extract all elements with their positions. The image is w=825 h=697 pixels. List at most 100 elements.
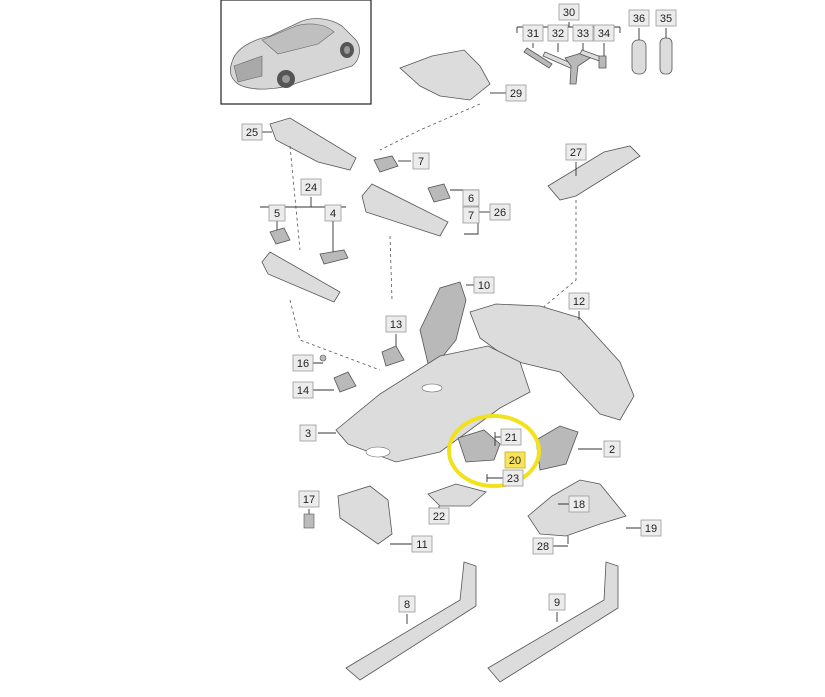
callout-2: 2 [603,440,621,458]
part-8-sill [345,561,477,681]
callout-number: 12 [573,296,585,308]
part-27-rail [547,145,641,201]
callout-number: 9 [554,597,560,609]
callout-box [500,428,522,446]
callout-number: 21 [505,432,517,444]
callout-3: 3 [299,424,317,442]
callout-number: 7 [468,210,474,222]
callout-box [411,535,433,553]
callout-box [298,490,320,508]
callout-box [292,354,314,372]
callout-number: 20 [509,455,521,467]
callout-9: 9 [548,593,566,611]
callout-18: 18 [568,495,590,513]
callout-number: 31 [527,28,539,40]
part-20-bracket [457,429,501,463]
callout-number: 26 [494,207,506,219]
callout-6: 6 [462,189,480,207]
callout-20-highlighted: 20 [504,451,526,469]
callout-number: 5 [274,208,280,220]
callout-number: 27 [570,147,582,159]
part-7-bracket [373,155,399,173]
callout-labels: 30 31 32 33 34 36 35 2 9 25 7 27 24 6 5 4 7 26 10 12 13 16 14 3… [241,3,677,613]
callout-box [489,203,511,221]
callout-box [398,595,416,613]
callout-36: 36 [628,9,650,27]
callout-number: 13 [390,319,402,331]
callout-7: 7 [462,206,480,224]
callout-10: 10 [473,276,495,294]
callout-26: 26 [489,203,511,221]
callout-number: 25 [246,127,258,139]
callout-12: 12 [568,292,590,310]
callout-box [299,424,317,442]
callout-21: 21 [500,428,522,446]
callout-number: 22 [433,511,445,523]
callout-27: 27 [565,143,587,161]
callout-box [547,24,569,42]
callout-24: 24 [300,178,322,196]
callout-box [603,440,621,458]
callout-34: 34 [593,24,615,42]
callout-30: 30 [558,3,580,21]
callout-box [640,519,662,537]
part-24-rail [261,251,341,303]
callout-box [568,495,590,513]
callout-number: 32 [552,28,564,40]
callout-box [558,3,580,21]
callout-box [502,469,524,487]
callout-number: 35 [660,13,672,25]
callout-number: 16 [297,358,309,370]
callout-11: 11 [411,535,433,553]
callout-number: 28 [537,541,549,553]
callout-number: 19 [645,523,657,535]
callout-33: 33 [572,24,594,42]
callout-23: 23 [502,469,524,487]
part-9-sill [487,561,619,683]
callout-box [462,189,480,207]
callout-14: 14 [292,381,314,399]
callout-box [532,537,554,555]
callout-box [505,84,527,102]
callout-box [300,178,322,196]
callout-31: 31 [522,24,544,42]
part-11-bracket [337,485,393,545]
tools-group [516,22,673,85]
callout-7: 7 [412,152,430,170]
callout-number: 8 [404,599,410,611]
highlight-ring [447,414,541,488]
callout-box [655,9,677,27]
callout-16: 16 [292,354,314,372]
callout-5: 5 [268,204,286,222]
callout-17: 17 [298,490,320,508]
callout-box [268,204,286,222]
callout-box [473,276,495,294]
callout-number: 7 [418,156,424,168]
callout-number: 6 [468,193,474,205]
callout-box [522,24,544,42]
callout-box [628,9,650,27]
callout-25: 25 [241,123,263,141]
callout-box [504,451,526,469]
callout-13: 13 [385,315,407,333]
callout-box [412,152,430,170]
callout-19: 19 [640,519,662,537]
callout-number: 4 [330,208,336,220]
callout-box [462,206,480,224]
callout-number: 18 [573,499,585,511]
callout-number: 10 [478,280,490,292]
callout-number: 23 [507,473,519,485]
callout-number: 17 [303,494,315,506]
callout-box [593,24,615,42]
callout-box [385,315,407,333]
part-29-panel [399,49,491,101]
car-thumbnail [220,0,372,105]
callout-number: 30 [563,7,575,19]
callout-4: 4 [324,204,342,222]
callout-box [241,123,263,141]
callout-number: 34 [598,28,610,40]
callout-box [292,381,314,399]
callout-35: 35 [655,9,677,27]
callout-number: 24 [305,182,317,194]
